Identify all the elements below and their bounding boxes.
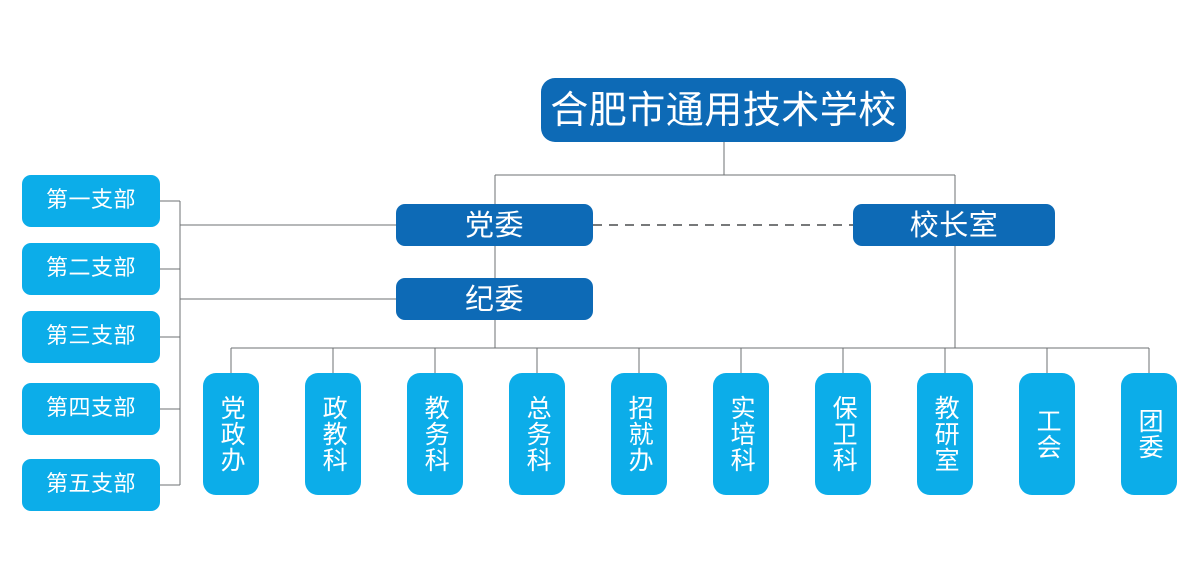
- node-branch-4[interactable]: 第四支部: [22, 383, 160, 435]
- node-discipline_committee[interactable]: 纪委: [396, 278, 593, 320]
- node-department-6[interactable]: 实培科: [713, 373, 769, 495]
- node-branch-1[interactable]: 第一支部: [22, 175, 160, 227]
- node-department-8[interactable]: 教研室: [917, 373, 973, 495]
- node-branch-2[interactable]: 第二支部: [22, 243, 160, 295]
- node-party_committee[interactable]: 党委: [396, 204, 593, 246]
- node-branch-5[interactable]: 第五支部: [22, 459, 160, 511]
- node-department-1[interactable]: 党政办: [203, 373, 259, 495]
- node-department-9[interactable]: 工会: [1019, 373, 1075, 495]
- node-department-10[interactable]: 团委: [1121, 373, 1177, 495]
- node-school-title[interactable]: 合肥市通用技术学校: [541, 78, 906, 142]
- node-department-4[interactable]: 总务科: [509, 373, 565, 495]
- node-department-5[interactable]: 招就办: [611, 373, 667, 495]
- node-branch-3[interactable]: 第三支部: [22, 311, 160, 363]
- node-department-3[interactable]: 教务科: [407, 373, 463, 495]
- node-principal_office[interactable]: 校长室: [853, 204, 1055, 246]
- node-department-7[interactable]: 保卫科: [815, 373, 871, 495]
- node-department-2[interactable]: 政教科: [305, 373, 361, 495]
